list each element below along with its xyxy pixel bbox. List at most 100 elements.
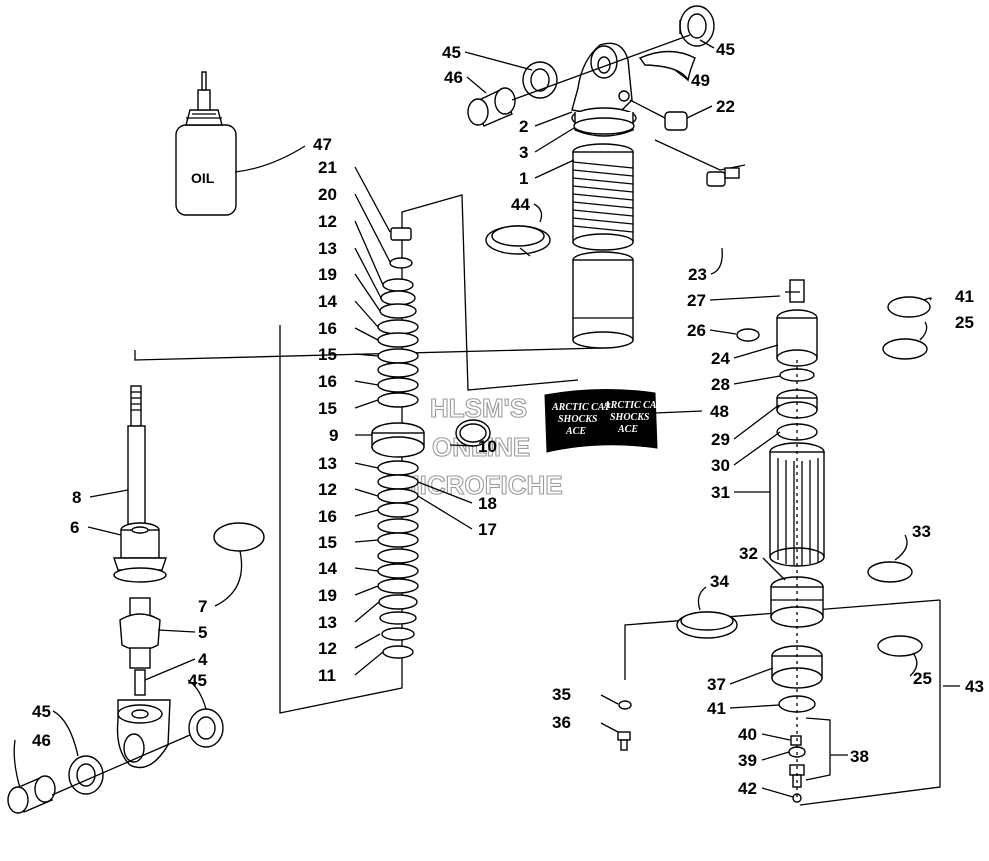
lower-eyelet [116,699,171,769]
callout-45b: 45 [716,40,735,59]
reservoir-cap-24 [776,309,818,367]
coil-spring-1 [572,143,634,251]
callout-27: 27 [687,291,706,310]
callout-8: 8 [72,488,81,507]
callout-11: 11 [318,666,336,685]
callout-13b: 13 [318,454,337,473]
callout-19a: 19 [318,265,337,284]
callout-31: 31 [711,483,730,502]
lower-bushing-45-right [188,708,224,748]
callout-46b: 46 [32,731,51,750]
callout-42: 42 [738,779,757,798]
callout-45a: 45 [442,43,461,62]
washer-35 [618,700,632,710]
o-ring-7 [213,522,265,552]
callout-15a: 15 [318,345,337,364]
callout-25a: 25 [955,313,974,332]
callout-1: 1 [519,169,528,188]
decal-left-line3: ACE [565,426,586,437]
callout-16b: 16 [318,372,337,391]
o-ring-33 [867,561,913,583]
decal-left-line1: ARCTIC CAT [551,402,611,413]
snap-ring-34 [676,611,738,639]
callout-37: 37 [707,675,726,694]
bolt-36 [617,731,631,751]
callout-15b: 15 [318,399,337,418]
callout-3: 3 [519,143,528,162]
callout-12a: 12 [318,212,337,231]
callout-43: 43 [965,677,984,696]
decal-right-line3: ACE [617,424,638,435]
upper-bushing-45-left [522,61,558,99]
o-ring-25-lower [877,635,923,657]
decal-right-line1: ARCTIC CAT [603,400,663,411]
callout-39: 39 [738,751,757,770]
callout-16a: 16 [318,319,337,338]
bumper-5 [119,597,161,669]
callout-26: 26 [687,321,706,340]
callout-25b: 25 [913,669,932,688]
callout-33: 33 [912,522,931,541]
callout-leaders [13,39,960,798]
callout-numbers: 45 45 46 49 2 22 3 1 44 23 41 27 26 25 2… [32,40,984,798]
snap-ring-10 [455,419,491,447]
watermark-line-1: HLSM'S [430,393,527,423]
valve-shim-stack [371,227,425,659]
callout-34: 34 [710,572,729,591]
callout-40: 40 [738,725,757,744]
ring-26 [736,328,760,342]
callout-35: 35 [552,685,571,704]
callout-24: 24 [711,349,730,368]
threaded-stud-4 [134,669,146,696]
callout-30: 30 [711,456,730,475]
decal-left-line2: SHOCKS [558,414,598,425]
callout-49: 49 [691,71,710,90]
callout-5: 5 [198,623,207,642]
callout-14a: 14 [318,292,337,311]
callout-12b: 12 [318,480,337,499]
callout-45d: 45 [32,702,51,721]
callout-17: 17 [478,520,497,539]
callout-4: 4 [198,650,208,669]
callout-28: 28 [711,375,730,394]
callout-29: 29 [711,430,730,449]
callout-32: 32 [739,544,758,563]
callout-9: 9 [329,426,338,445]
callout-2: 2 [519,117,528,136]
callout-23: 23 [688,265,707,284]
oil-bottle-label: OIL [191,170,215,186]
callout-45c: 45 [188,671,207,690]
upper-eyelet [571,42,637,137]
fitting-22 [629,99,688,131]
clip-49 [638,50,696,82]
callout-38: 38 [850,747,869,766]
o-ring-25 [882,338,928,360]
reservoir-body-31 [769,442,825,567]
callout-7: 7 [198,597,207,616]
callout-21: 21 [318,158,337,177]
oil-bottle: OIL [175,71,237,216]
callout-48: 48 [710,402,729,421]
callout-15c: 15 [318,533,337,552]
callout-10: 10 [478,437,497,456]
callout-41b: 41 [707,699,726,718]
callout-16c: 16 [318,507,337,526]
piston-shaft-8 [127,385,146,527]
callout-19b: 19 [318,586,337,605]
callout-6: 6 [70,518,79,537]
callout-46a: 46 [444,68,463,87]
callout-13c: 13 [318,613,337,632]
lower-spring-sleeve [572,251,634,349]
part-40 [790,735,802,746]
callout-20: 20 [318,185,337,204]
callout-36: 36 [552,713,571,732]
upper-sleeve-46 [467,87,516,127]
callout-12c: 12 [318,639,337,658]
lower-bushing-45-left [68,755,104,795]
lower-sleeve-46 [7,775,56,814]
seal-head-6 [113,522,167,583]
assembly-brackets [134,139,941,806]
callout-13a: 13 [318,239,337,258]
upper-bushing-45-right [679,5,715,47]
